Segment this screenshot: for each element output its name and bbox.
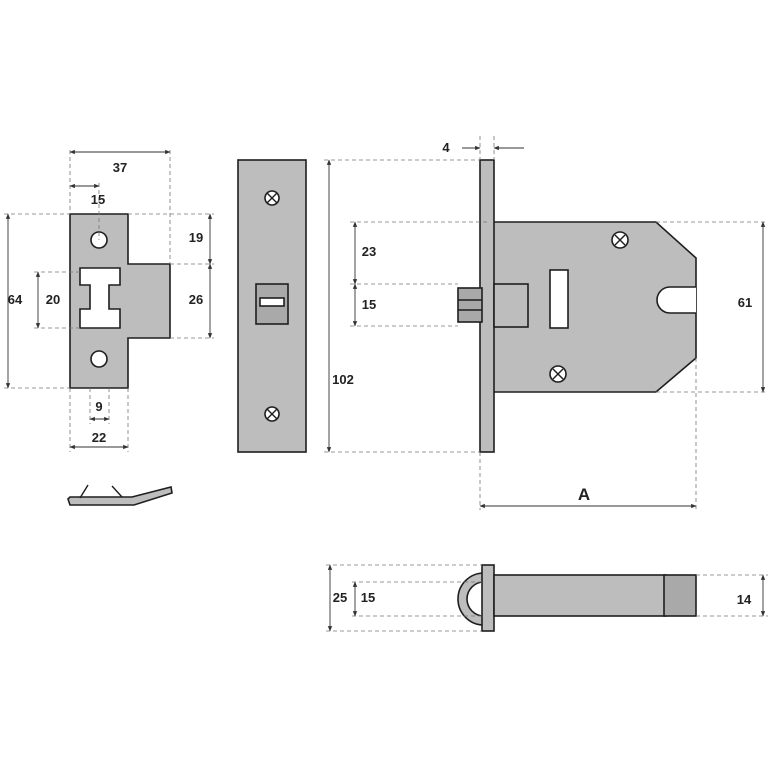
dim-faceplate-height: 102 — [332, 372, 354, 387]
strike-plate-body — [69, 213, 171, 389]
strike-latch-opening — [79, 267, 121, 329]
dim-bolt-outer: 25 — [333, 590, 347, 605]
latch-bolt-head — [457, 572, 485, 626]
latch-bolt-flange — [481, 564, 495, 632]
strike-side-tab-left — [79, 484, 89, 499]
dim-strike-plate-width: 22 — [92, 430, 106, 445]
latch-bolt-tail-end — [663, 574, 697, 617]
forend-plate — [237, 159, 307, 453]
dim-strike-lip-height: 26 — [189, 292, 203, 307]
dim-strike-opening-height: 20 — [46, 292, 60, 307]
dim-tail-height: 14 — [737, 592, 752, 607]
strike-bottom-screw-hole — [90, 350, 108, 368]
lock-follower-slot — [549, 269, 569, 329]
forend-latch-bolt-opening — [259, 297, 285, 307]
strike-plate — [69, 213, 171, 389]
dim-upper-to-latch: 23 — [362, 244, 376, 259]
dim-case-height: 61 — [738, 295, 752, 310]
dim-strike-slot-width: 9 — [95, 399, 102, 414]
strike-plate-dimensions: 37 15 19 26 64 20 9 22 — [4, 149, 214, 452]
lock-body-dimensions: 4 102 23 15 61 A — [324, 136, 768, 510]
dim-strike-hole-offset: 15 — [91, 192, 105, 207]
lock-case-follower-notch — [656, 286, 696, 314]
lock-latch-bolt — [457, 287, 483, 323]
dim-strike-top-to-lip: 19 — [189, 230, 203, 245]
latch-bolt-tail — [493, 574, 667, 617]
latch-bolt-dimensions: 25 15 14 — [326, 564, 768, 632]
strike-plate-side-profile — [67, 486, 173, 506]
lock-latch-housing — [493, 283, 529, 328]
dim-strike-width: 37 — [113, 160, 127, 175]
dim-faceplate-thickness: 4 — [442, 140, 450, 155]
dim-backset: A — [578, 485, 590, 504]
dim-strike-overall-height: 64 — [8, 292, 23, 307]
strike-side-tab-right — [111, 485, 123, 498]
dim-bolt-inner: 15 — [361, 590, 375, 605]
dim-latch-height: 15 — [362, 297, 376, 312]
latch-bolt — [457, 564, 697, 632]
lock-body — [457, 159, 697, 453]
